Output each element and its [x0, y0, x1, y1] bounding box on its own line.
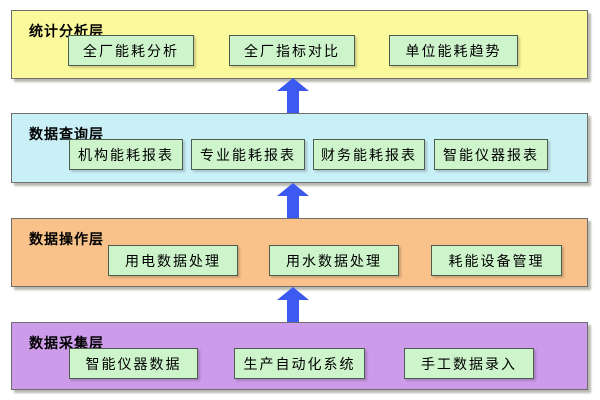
layer-data-collection: 数据采集层 智能仪器数据 生产自动化系统 手工数据录入: [11, 322, 588, 390]
node-manual-data-entry: 手工数据录入: [404, 348, 534, 379]
up-arrow-icon: [277, 78, 309, 113]
layer-data-query: 数据查询层 机构能耗报表 专业能耗报表 财务能耗报表 智能仪器报表: [11, 113, 588, 183]
node-org-energy-report: 机构能耗报表: [69, 139, 183, 170]
node-specialty-energy-report: 专业能耗报表: [191, 139, 305, 170]
node-unit-energy-trend: 单位能耗趋势: [389, 35, 518, 66]
node-plant-energy-analysis: 全厂能耗分析: [68, 35, 194, 66]
layer-statistical-analysis: 统计分析层 全厂能耗分析 全厂指标对比 单位能耗趋势: [11, 10, 588, 79]
layer-data-operation: 数据操作层 用电数据处理 用水数据处理 耗能设备管理: [11, 218, 588, 287]
node-plant-index-comparison: 全厂指标对比: [229, 35, 355, 66]
node-production-automation-system: 生产自动化系统: [234, 348, 365, 379]
node-finance-energy-report: 财务能耗报表: [313, 139, 425, 170]
layer-label-data-operation: 数据操作层: [29, 232, 104, 248]
up-arrow-icon: [277, 287, 309, 322]
up-arrow-icon: [277, 183, 309, 218]
node-water-data-processing: 用水数据处理: [269, 245, 399, 276]
node-electricity-data-processing: 用电数据处理: [108, 245, 238, 276]
node-smart-meter-report: 智能仪器报表: [434, 139, 548, 170]
node-energy-equipment-management: 耗能设备管理: [431, 245, 562, 276]
node-smart-meter-data: 智能仪器数据: [69, 348, 198, 379]
